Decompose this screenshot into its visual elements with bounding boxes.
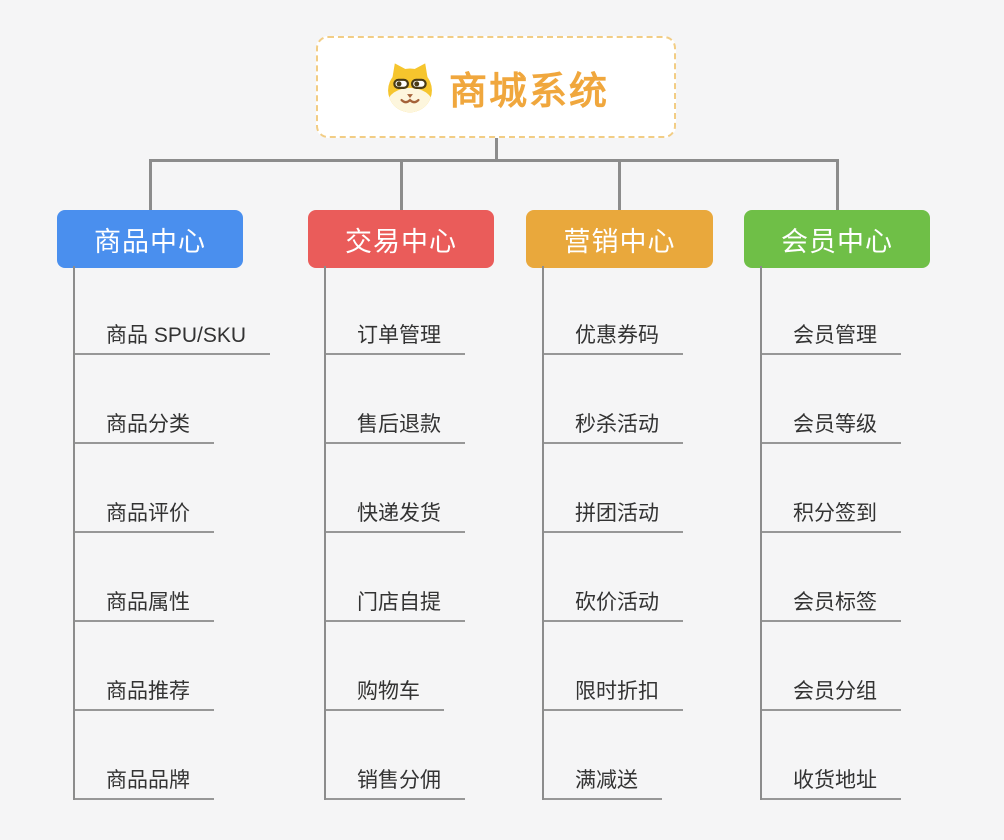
connector-root-drop (494, 138, 498, 162)
branch-header-2[interactable]: 交易中心 (308, 210, 494, 268)
child-label: 会员等级 (793, 413, 877, 436)
child-label: 购物车 (357, 680, 420, 703)
child-label: 优惠券码 (575, 324, 659, 347)
child-label: 商品分类 (106, 413, 190, 436)
child-node[interactable]: 售后退款 (326, 355, 465, 444)
connector-branch-drop-3 (618, 159, 621, 210)
branch-column-3: 营销中心 优惠券码 秒杀活动 拼团活动 砍价活动 限时折扣 满减送 (526, 210, 713, 800)
branch-column-4: 会员中心 会员管理 会员等级 积分签到 会员标签 会员分组 收货地址 (744, 210, 930, 800)
child-label: 商品 SPU/SKU (106, 324, 247, 347)
connector-bus (148, 159, 839, 162)
branch-column-2: 交易中心 订单管理 售后退款 快递发货 门店自提 购物车 销售分佣 (308, 210, 494, 800)
child-label: 会员标签 (793, 591, 877, 614)
branch-label: 交易中心 (345, 226, 457, 257)
child-label: 会员管理 (793, 324, 877, 347)
child-node[interactable]: 秒杀活动 (544, 355, 683, 444)
child-node[interactable]: 商品 SPU/SKU (75, 266, 271, 355)
branch-header-4[interactable]: 会员中心 (744, 210, 930, 268)
child-node[interactable]: 门店自提 (326, 533, 465, 622)
child-label: 积分签到 (793, 502, 877, 525)
child-label: 商品属性 (106, 591, 190, 614)
child-label: 限时折扣 (575, 680, 659, 703)
child-node[interactable]: 商品推荐 (75, 622, 214, 711)
child-node[interactable]: 优惠券码 (544, 266, 683, 355)
child-node[interactable]: 会员分组 (762, 622, 901, 711)
child-node[interactable]: 商品分类 (75, 355, 214, 444)
child-node[interactable]: 快递发货 (326, 444, 465, 533)
branch-children: 商品 SPU/SKU 商品分类 商品评价 商品属性 商品推荐 商品品牌 (73, 266, 271, 800)
child-node[interactable]: 收货地址 (762, 711, 901, 800)
child-node[interactable]: 拼团活动 (544, 444, 683, 533)
branch-children: 会员管理 会员等级 积分签到 会员标签 会员分组 收货地址 (760, 266, 901, 800)
child-node[interactable]: 商品属性 (75, 533, 214, 622)
root-title: 商城系统 (448, 70, 609, 113)
branch-header-1[interactable]: 商品中心 (57, 210, 243, 268)
branch-children: 订单管理 售后退款 快递发货 门店自提 购物车 销售分佣 (324, 266, 465, 800)
connector-branch-drop-2 (399, 159, 403, 210)
root-node[interactable]: 商城系统 (316, 36, 676, 138)
child-label: 拼团活动 (575, 502, 659, 525)
child-label: 门店自提 (357, 591, 441, 614)
child-node[interactable]: 限时折扣 (544, 622, 683, 711)
branch-column-1: 商品中心 商品 SPU/SKU 商品分类 商品评价 商品属性 商品推荐 商品品牌 (57, 210, 271, 800)
child-label: 会员分组 (793, 680, 877, 703)
child-node[interactable]: 会员等级 (762, 355, 901, 444)
child-label: 商品推荐 (106, 680, 190, 703)
branch-label: 商品中心 (94, 226, 206, 257)
child-node[interactable]: 砍价活动 (544, 533, 683, 622)
child-label: 商品品牌 (106, 769, 190, 792)
child-node[interactable]: 销售分佣 (326, 711, 465, 800)
child-label: 砍价活动 (575, 591, 659, 614)
doge-icon (388, 63, 432, 113)
child-node[interactable]: 会员标签 (762, 533, 901, 622)
child-label: 订单管理 (357, 324, 441, 347)
child-node[interactable]: 会员管理 (762, 266, 901, 355)
child-label: 秒杀活动 (575, 413, 659, 436)
branch-label: 会员中心 (781, 226, 893, 257)
connector-branch-drop-1 (148, 159, 152, 210)
child-node[interactable]: 商品品牌 (75, 711, 214, 800)
child-node[interactable]: 商品评价 (75, 444, 214, 533)
child-label: 销售分佣 (357, 769, 441, 792)
branch-header-3[interactable]: 营销中心 (526, 210, 713, 268)
child-label: 收货地址 (793, 769, 877, 792)
child-label: 快递发货 (357, 502, 441, 525)
child-node[interactable]: 订单管理 (326, 266, 465, 355)
child-node[interactable]: 满减送 (544, 711, 662, 800)
connector-branch-drop-4 (835, 159, 839, 210)
child-label: 售后退款 (357, 413, 441, 436)
child-label: 商品评价 (106, 502, 190, 525)
child-node[interactable]: 积分签到 (762, 444, 901, 533)
branch-label: 营销中心 (563, 226, 676, 257)
child-label: 满减送 (575, 769, 638, 792)
child-node[interactable]: 购物车 (326, 622, 444, 711)
branch-children: 优惠券码 秒杀活动 拼团活动 砍价活动 限时折扣 满减送 (542, 266, 683, 800)
